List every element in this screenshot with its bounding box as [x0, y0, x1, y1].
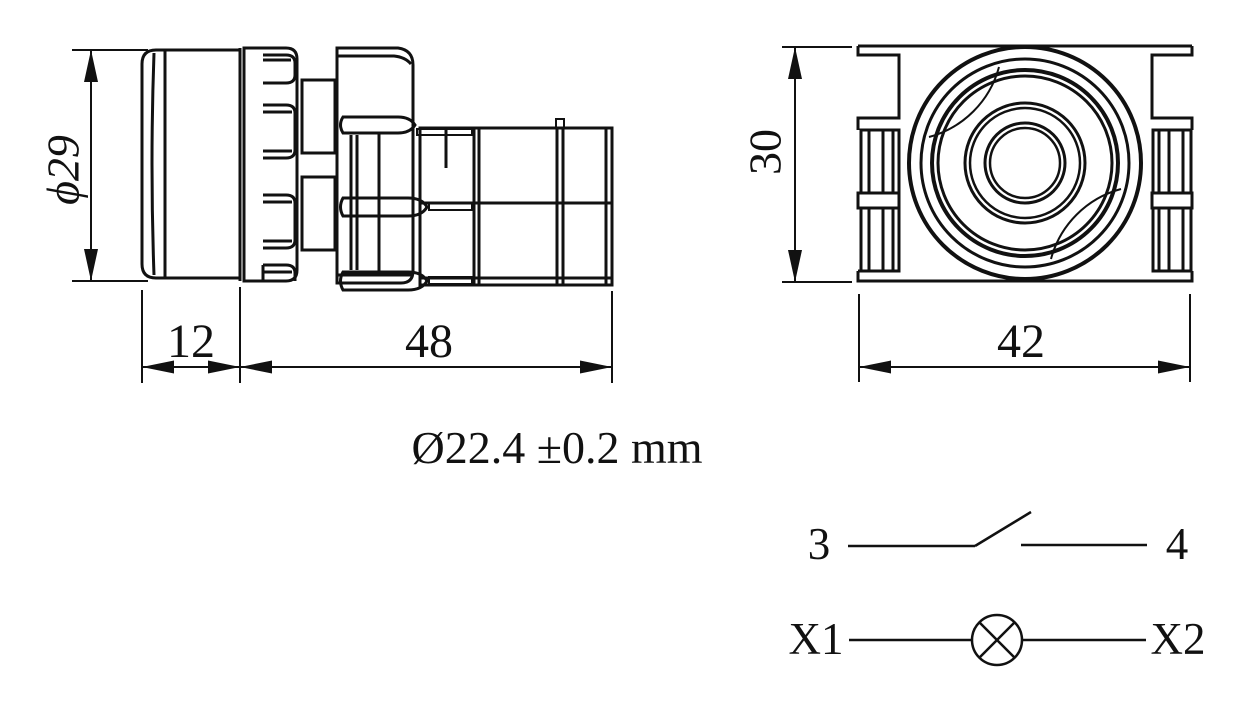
switch-contact-symbol: [848, 510, 1147, 548]
dim-diameter-29: [72, 49, 148, 282]
mounting-flange: [335, 46, 415, 285]
schematic-label-3: 3: [808, 519, 831, 569]
knurled-ring: [242, 46, 299, 283]
lamp-icon: [849, 613, 1146, 667]
dim-label-42: 42: [997, 315, 1045, 368]
mounting-collar: [300, 78, 337, 252]
front-housing: [856, 44, 1194, 283]
dim-42: [858, 294, 1191, 382]
terminal-clamps: [339, 115, 473, 292]
dim-label-12: 12: [167, 315, 215, 368]
dimension-arrows: [84, 47, 1190, 374]
dim-label-diameter: ϕ29: [38, 135, 89, 205]
front-view: [856, 44, 1194, 283]
bezel-circles: [907, 45, 1143, 281]
schematic-label-4: 4: [1166, 519, 1189, 569]
side-view: [140, 46, 614, 292]
dim-30: [782, 46, 852, 283]
schematic-label-x1: X1: [789, 614, 844, 664]
button-diameter-note: Ø22.4 ±0.2 mm: [411, 422, 702, 473]
lens-cap: [140, 48, 242, 281]
circuit-schematic: [848, 510, 1147, 667]
dim-label-30: 30: [740, 129, 791, 175]
schematic-label-x2: X2: [1151, 614, 1206, 664]
dim-label-48: 48: [405, 315, 453, 368]
